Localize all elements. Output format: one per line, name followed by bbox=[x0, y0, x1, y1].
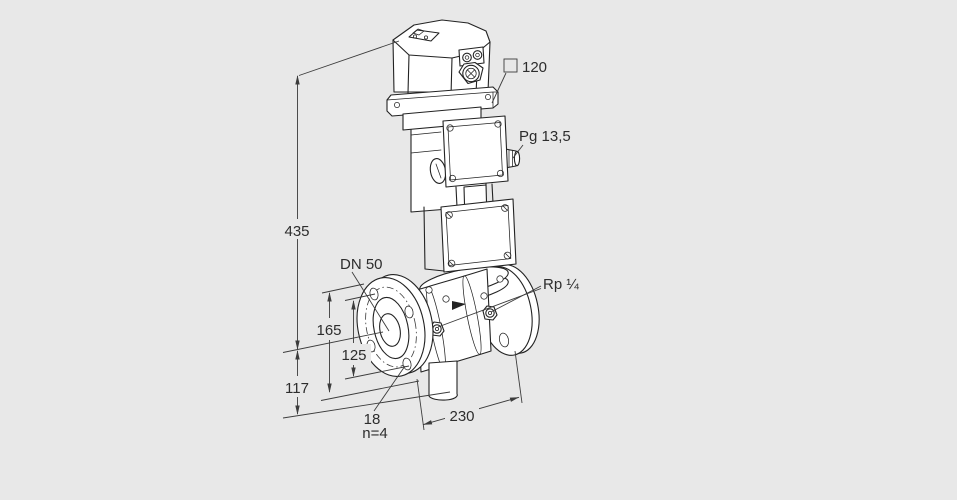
label-test-connection: Rp ¼ bbox=[543, 276, 579, 293]
top-terminal bbox=[408, 28, 440, 42]
square-section-icon bbox=[503, 58, 518, 73]
dimension-total-height bbox=[282, 40, 400, 353]
bolt-holes bbox=[366, 287, 414, 371]
raised-face bbox=[372, 296, 410, 360]
label-bolt-hole-count: n=4 bbox=[362, 425, 387, 442]
label-lower-height: 117 bbox=[285, 380, 309, 397]
label-overall-length: 230 bbox=[449, 408, 474, 425]
indicator-plate bbox=[458, 46, 485, 67]
flange-bore bbox=[379, 313, 401, 347]
label-nominal-bore: DN 50 bbox=[340, 256, 383, 273]
dimension-lower-height bbox=[282, 350, 451, 419]
bonnet-bolts bbox=[425, 275, 504, 303]
leader-dn50 bbox=[351, 271, 390, 332]
junction-box-upper bbox=[442, 115, 509, 188]
round-connector bbox=[458, 61, 484, 85]
leader-square-120 bbox=[491, 72, 507, 104]
junction-box-lower bbox=[423, 198, 517, 273]
actuator-head bbox=[392, 19, 491, 97]
dimension-flange-od bbox=[320, 283, 420, 401]
label-flange-od: 165 bbox=[316, 322, 341, 339]
cable-gland bbox=[504, 148, 521, 169]
bolt-circle-centerline bbox=[365, 286, 417, 368]
leader-pg bbox=[512, 144, 524, 159]
inlet-flange bbox=[356, 274, 434, 377]
label-total-height: 435 bbox=[284, 223, 309, 240]
leader-bolt-holes bbox=[373, 365, 406, 412]
label-bolt-circle: 125 bbox=[341, 347, 366, 364]
dimension-bolt-circle bbox=[344, 293, 410, 380]
leader-rp-2 bbox=[437, 288, 542, 328]
flow-direction-marker bbox=[452, 301, 466, 310]
drain-stub bbox=[428, 360, 458, 401]
sight-glass bbox=[429, 158, 447, 184]
label-cable-gland: Pg 13,5 bbox=[519, 128, 571, 145]
leader-lines bbox=[351, 72, 542, 412]
label-bolt-hole-diameter: 18 bbox=[364, 411, 381, 428]
leader-rp-1 bbox=[490, 285, 542, 313]
test-plug-right bbox=[482, 305, 498, 321]
label-actuator-square: 120 bbox=[503, 58, 547, 76]
label-square-size: 120 bbox=[522, 59, 547, 76]
